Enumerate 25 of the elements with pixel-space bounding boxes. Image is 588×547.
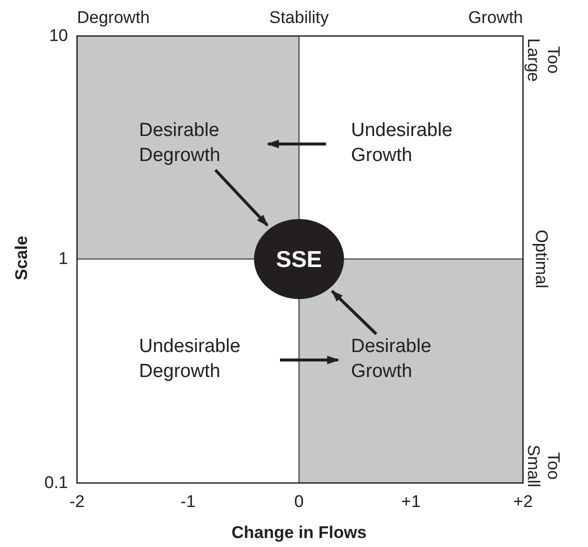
axis-category-label: Growth — [468, 8, 523, 28]
quadrant-label: Desirable Growth — [351, 335, 432, 384]
axis-category-label: Too Large — [523, 37, 563, 84]
tick-label: 1 — [58, 249, 68, 269]
quadrant-label: Desirable Degrowth — [139, 119, 222, 168]
arrow — [214, 168, 269, 226]
arrow — [330, 290, 378, 336]
quadrant-label: Undesirable Growth — [351, 119, 454, 168]
tick-label: -1 — [180, 492, 196, 512]
axis-title: Change in Flows — [231, 523, 367, 543]
axis-title: Scale — [12, 234, 32, 282]
axis-category-label: Stability — [269, 8, 329, 28]
tick-label: +2 — [513, 492, 533, 512]
axis-category-label: Optimal — [531, 228, 551, 290]
tick-label: 10 — [49, 26, 68, 46]
arrow — [266, 140, 326, 148]
axis-category-label: Too Small — [523, 444, 563, 490]
quadrant-label: Undesirable Degrowth — [139, 335, 242, 384]
tick-label: 0.1 — [44, 473, 68, 493]
axis-category-label: Degrowth — [77, 8, 150, 28]
arrow — [280, 356, 340, 364]
tick-label: 0 — [294, 492, 304, 512]
sse-circle: SSE — [254, 219, 344, 299]
tick-label: -2 — [69, 492, 85, 512]
tick-label: +1 — [401, 492, 421, 512]
